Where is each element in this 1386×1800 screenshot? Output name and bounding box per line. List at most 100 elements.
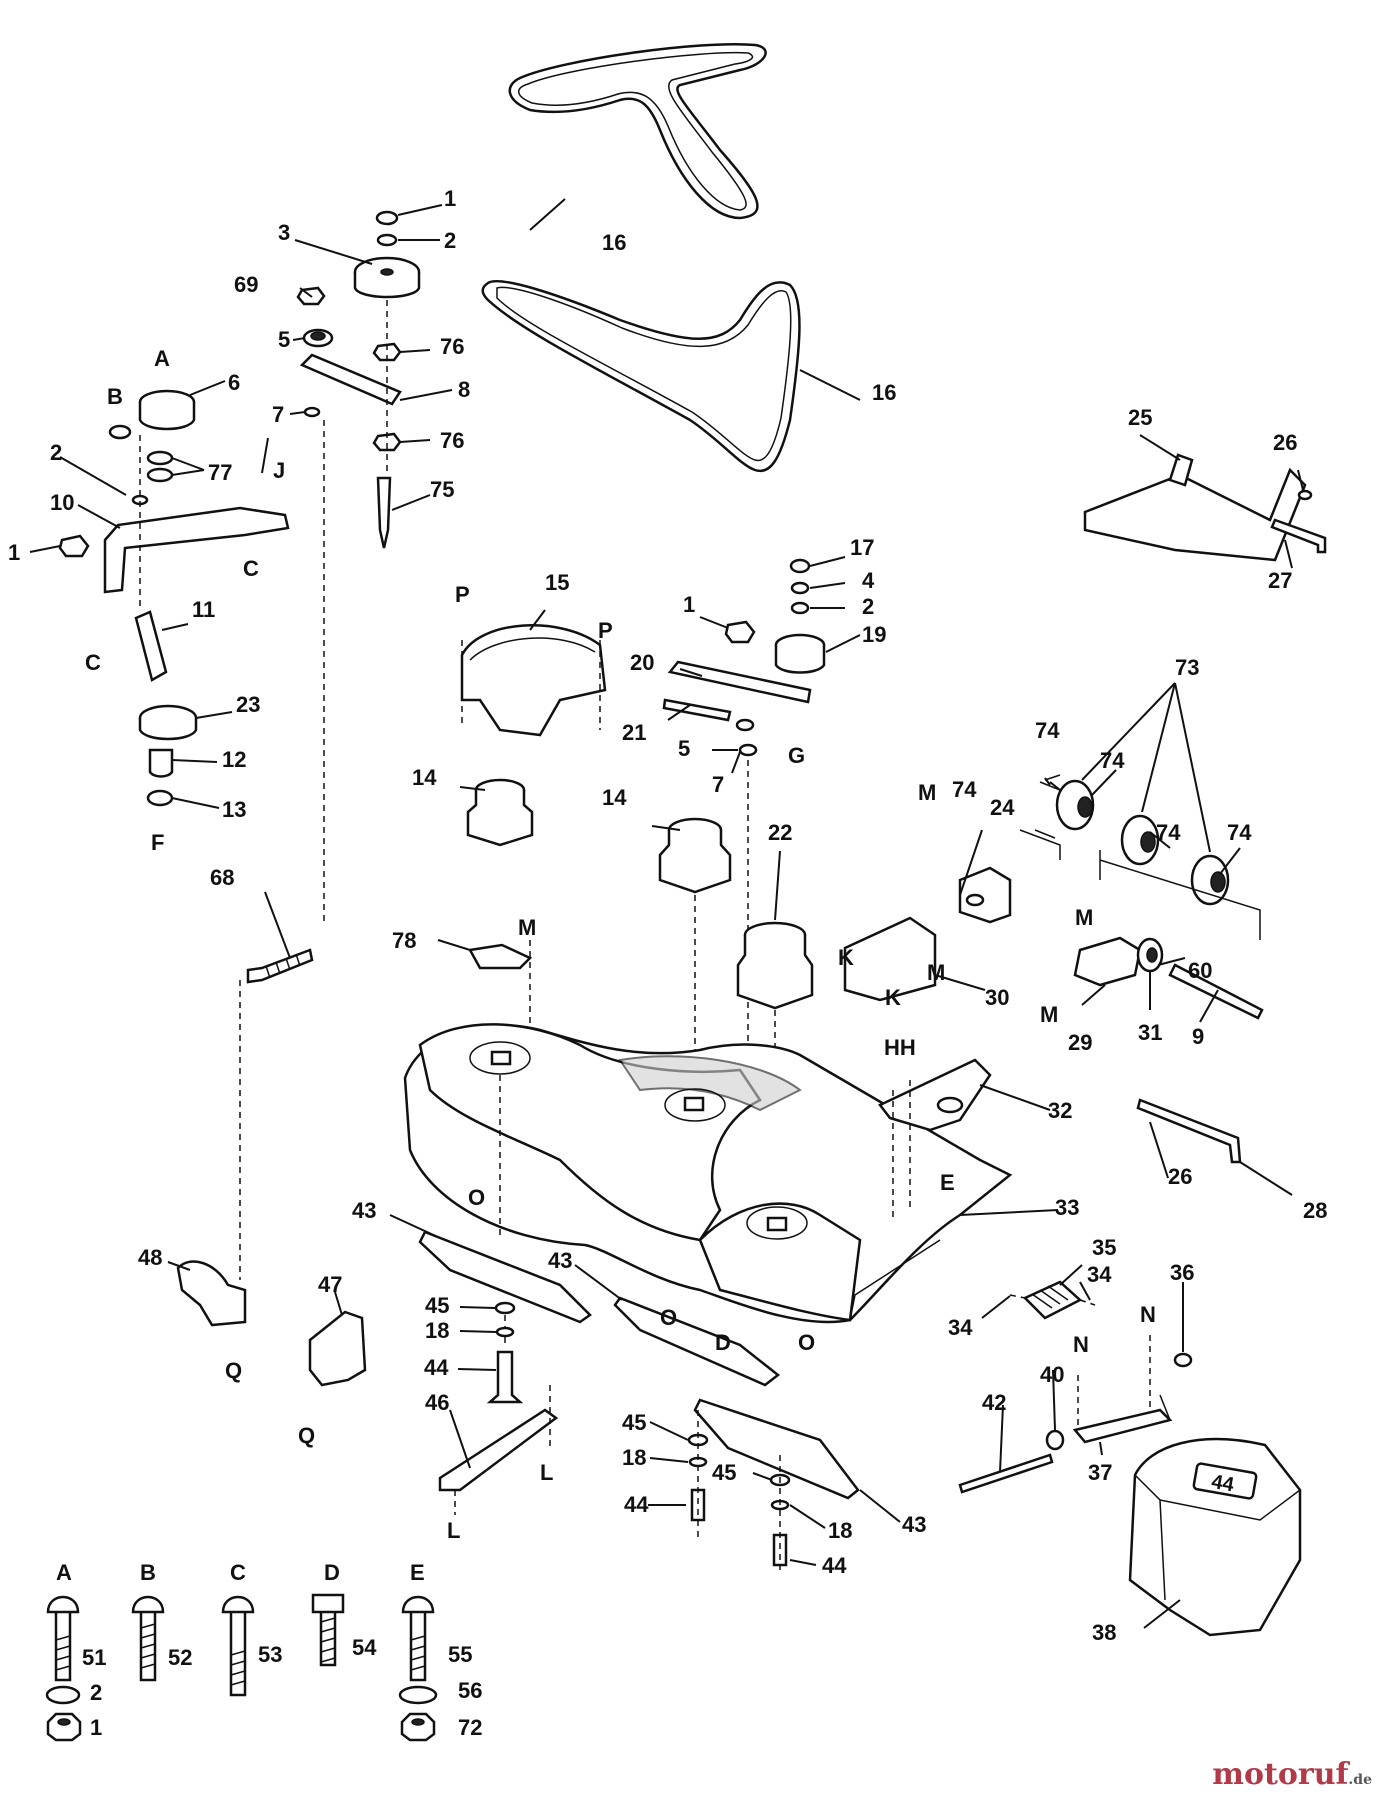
label-44b: 44 — [624, 1492, 649, 1517]
spring-68 — [246, 948, 314, 984]
mower-deck-33 — [403, 1023, 1013, 1324]
nut-1b — [58, 534, 90, 558]
label-75: 75 — [430, 477, 454, 502]
label-HH: HH — [884, 1035, 916, 1060]
label-5a: 5 — [278, 327, 290, 352]
label-Ma: M — [918, 780, 936, 805]
arm-78 — [468, 943, 533, 970]
label-48: 48 — [138, 1245, 162, 1270]
label-38: 38 — [1092, 1620, 1116, 1645]
label-24: 24 — [990, 795, 1015, 820]
label-2c: 2 — [862, 594, 874, 619]
shield-30 — [843, 916, 937, 1002]
blade-43-right — [693, 1398, 860, 1500]
label-D: D — [715, 1330, 731, 1355]
legend-letter-C: C — [230, 1560, 246, 1585]
legend-num-56: 56 — [458, 1678, 482, 1703]
pulley-19 — [774, 633, 826, 674]
washer-77a — [146, 450, 174, 466]
roller-middle — [1120, 814, 1160, 866]
label-Me: M — [1040, 1002, 1058, 1027]
label-73: 73 — [1175, 655, 1199, 680]
label-Ob: O — [660, 1305, 677, 1330]
label-26b: 26 — [1168, 1164, 1192, 1189]
spindle-14-left — [466, 778, 534, 847]
bolt-75 — [376, 476, 392, 549]
label-76a: 76 — [440, 334, 464, 359]
idler-arm-20 — [667, 660, 812, 704]
washer-legend-A — [45, 1685, 81, 1705]
bracket-32 — [878, 1058, 992, 1132]
label-74b: 74 — [1100, 748, 1125, 773]
roller-upper — [1034, 779, 1095, 839]
label-60: 60 — [1188, 958, 1212, 983]
label-Nb: N — [1073, 1332, 1089, 1357]
spring-35 — [1022, 1280, 1083, 1320]
label-L1: L — [540, 1460, 553, 1485]
legend-letter-E: E — [410, 1560, 425, 1585]
bolt-head-1 — [375, 210, 399, 226]
label-31: 31 — [1138, 1020, 1162, 1045]
pin-27 — [1270, 518, 1327, 554]
label-74e: 74 — [952, 777, 977, 802]
label-28: 28 — [1303, 1198, 1327, 1223]
legend-num-2: 2 — [90, 1680, 102, 1705]
bracket-37 — [1072, 1408, 1173, 1444]
blade-43-middle — [613, 1296, 781, 1387]
carriage-bolt-C — [221, 1595, 255, 1697]
legend-num-51: 51 — [82, 1645, 106, 1670]
nut-76a — [372, 342, 402, 362]
carriage-bolt-B — [131, 1595, 165, 1682]
label-45a: 45 — [425, 1293, 449, 1318]
label-5b: 5 — [678, 736, 690, 761]
spindle-22 — [736, 921, 814, 1010]
label-44c: 44 — [822, 1553, 847, 1578]
blade-43-left — [418, 1230, 592, 1324]
nut-1c — [724, 620, 756, 644]
label-16b: 16 — [872, 380, 896, 405]
leader-lines — [29, 198, 1304, 1629]
lever-11 — [134, 610, 168, 682]
legend-num-72: 72 — [458, 1715, 482, 1740]
label-46: 46 — [425, 1390, 449, 1415]
cap-17 — [789, 558, 811, 574]
label-32: 32 — [1048, 1098, 1072, 1123]
roller-right — [1190, 854, 1230, 906]
label-9: 9 — [1192, 1024, 1204, 1049]
label-17: 17 — [850, 535, 874, 560]
belt-cover-15 — [460, 624, 607, 737]
label-F: F — [151, 830, 164, 855]
label-10: 10 — [50, 490, 74, 515]
label-45b: 45 — [622, 1410, 646, 1435]
bracket-10 — [103, 506, 290, 594]
label-Oa: O — [468, 1185, 485, 1210]
legend-num-1: 1 — [90, 1715, 102, 1740]
washer-legend-E — [398, 1685, 438, 1705]
label-14b: 14 — [602, 785, 627, 810]
label-18b: 18 — [622, 1445, 646, 1470]
label-26a: 26 — [1273, 430, 1297, 455]
label-12: 12 — [222, 747, 246, 772]
label-20: 20 — [630, 650, 654, 675]
nut-legend-A — [46, 1712, 82, 1742]
label-22: 22 — [768, 820, 792, 845]
washer-45a — [494, 1301, 516, 1315]
label-Pa: P — [455, 582, 470, 607]
bracket-21 — [662, 698, 732, 722]
label-29: 29 — [1068, 1030, 1092, 1055]
nut-76b — [372, 432, 402, 452]
label-47: 47 — [318, 1272, 342, 1297]
pulley-3 — [353, 256, 421, 299]
legend-letter-A: A — [56, 1560, 72, 1585]
label-34b: 34 — [948, 1315, 973, 1340]
label-77: 77 — [208, 460, 232, 485]
watermark-logo: motoruf.de — [1212, 1757, 1372, 1792]
label-Pb: P — [598, 618, 613, 643]
label-4: 4 — [862, 568, 875, 593]
label-40: 40 — [1040, 1362, 1064, 1387]
belt-lower — [481, 279, 801, 473]
legend-num-53: 53 — [258, 1642, 282, 1667]
label-Cb: C — [85, 650, 101, 675]
label-42: 42 — [982, 1390, 1006, 1415]
